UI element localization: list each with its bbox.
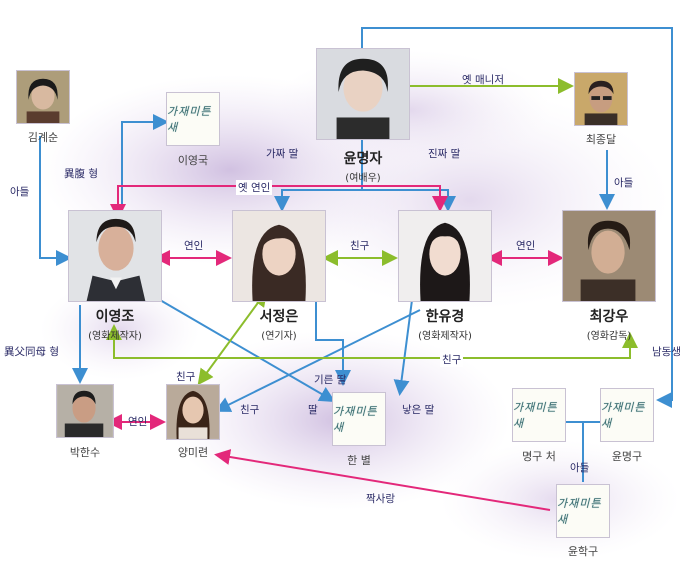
- line-lee-to-yeongguk: [121, 114, 169, 210]
- person-han-yugyeong: 한유경 (영화제작자): [388, 306, 502, 342]
- person-name: 최강우: [589, 309, 629, 325]
- label-birth-daughter: 낳은 딸: [402, 404, 435, 416]
- label-unrequited: 짝사랑: [366, 493, 395, 505]
- person-role: (영화감독): [586, 331, 632, 342]
- label-lover-park-yang: 연인: [128, 416, 148, 428]
- label-lover-han-choi: 연인: [516, 240, 536, 252]
- person-lee-yeongguk: 이영국: [177, 154, 209, 167]
- person-yun-hakgu: 윤학구: [567, 545, 599, 558]
- label-daughter-lee: 딸: [308, 404, 318, 416]
- photo-park-hansu: [56, 384, 114, 438]
- person-role: (영화제작자): [88, 331, 142, 342]
- person-name: 이영조: [95, 309, 135, 325]
- label-ex-lover: 옛 연인: [236, 180, 273, 195]
- label-same-father-suffix: 형: [49, 346, 60, 358]
- person-role: (여배우): [345, 173, 381, 184]
- line-yun-to-myeonggu: [361, 27, 673, 408]
- line-yun-to-han: [362, 189, 456, 212]
- label-lover-lee-seo: 연인: [184, 240, 204, 252]
- line-ex-lover: [110, 185, 448, 220]
- person-park-hansu: 박한수: [69, 446, 101, 459]
- photo-yang-miryeon: [166, 384, 220, 440]
- placeholder-han-byeol: 가재미튼새: [332, 392, 386, 446]
- label-half-brother: 異腹 형: [64, 166, 98, 181]
- person-role: (영화제작자): [418, 331, 472, 342]
- label-son-kim: 아들: [10, 186, 30, 198]
- person-yang-miryeon: 양미련: [177, 446, 209, 459]
- label-son-choi: 아들: [614, 177, 634, 189]
- photo-kim-gyesun: [16, 70, 70, 124]
- placeholder-lee-yeongguk: 가재미튼새: [166, 92, 220, 146]
- person-name: 윤명자: [343, 151, 383, 167]
- person-yun-myeongja: 윤명자 (여배우): [316, 148, 410, 184]
- label-son-yun: 아들: [570, 462, 590, 474]
- line-seo-yang-friend: [197, 290, 268, 386]
- person-seo-jeongeun: 서정은 (연기자): [232, 306, 326, 342]
- photo-han-yugyeong: [398, 210, 492, 302]
- person-myeonggu-wife: 명구 처: [522, 450, 556, 463]
- line-lee-choi-friend: [106, 324, 638, 359]
- person-role: (연기자): [261, 331, 297, 342]
- label-younger-brother: 남동생: [652, 346, 681, 358]
- label-half-brother-suffix: 형: [88, 168, 99, 180]
- placeholder-logo: 가재미튼새: [601, 401, 646, 430]
- label-fake-daughter: 가짜 딸: [266, 148, 299, 160]
- line-unrequited: [214, 449, 551, 511]
- label-real-daughter: 진짜 딸: [428, 148, 461, 160]
- line-kim-to-lee: [39, 136, 72, 266]
- person-yun-myeonggu: 윤명구: [611, 450, 643, 463]
- photo-yun-myeongja: [316, 48, 410, 140]
- placeholder-yun-hakgu: 가재미튼새: [556, 484, 610, 538]
- person-name: 서정은: [259, 309, 299, 325]
- label-friend-choi: 친구: [440, 352, 464, 367]
- placeholder-myeonggu-wife: 가재미튼새: [512, 388, 566, 442]
- label-friend-seo-han: 친구: [350, 240, 370, 252]
- placeholder-yun-myeonggu: 가재미튼새: [600, 388, 654, 442]
- person-han-byeol: 한 별: [347, 454, 371, 467]
- label-ex-manager: 옛 매니저: [462, 74, 504, 86]
- label-friend-han-yang: 친구: [240, 404, 260, 416]
- label-same-father: 異父同母 형: [4, 344, 59, 359]
- placeholder-logo: 가재미튼새: [513, 401, 558, 430]
- label-foster-daughter: 기른 딸: [314, 374, 347, 386]
- label-friend-seo-yang: 친구: [176, 371, 196, 383]
- placeholder-logo: 가재미튼새: [333, 405, 378, 434]
- photo-lee-yeongjo: [68, 210, 162, 302]
- photo-choi-gangu: [562, 210, 656, 302]
- photo-choi-jongdal: [574, 72, 628, 126]
- person-choi-gangu: 최강우 (영화감독): [552, 306, 666, 342]
- person-name: 한유경: [425, 309, 465, 325]
- label-same-father-hanja: 異父同母: [4, 346, 46, 358]
- label-half-brother-hanja: 異腹: [64, 168, 85, 180]
- person-choi-jongdal: 최종달: [585, 133, 617, 146]
- person-kim-gyesun: 김계순: [27, 131, 59, 144]
- placeholder-logo: 가재미튼새: [557, 497, 602, 526]
- person-lee-yeongjo: 이영조 (영화제작자): [58, 306, 172, 342]
- photo-seo-jeongeun: [232, 210, 326, 302]
- placeholder-logo: 가재미튼새: [167, 105, 212, 134]
